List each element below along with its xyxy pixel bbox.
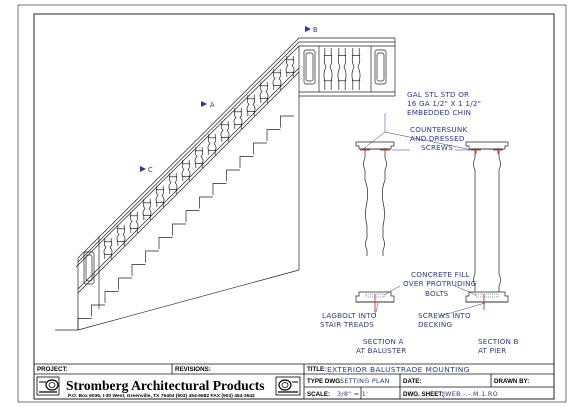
baluster [155, 186, 165, 207]
stair-step [131, 264, 146, 276]
section-a-baluster [355, 141, 395, 303]
svg-text:SCREWS INTO: SCREWS INTO [418, 311, 471, 320]
baluster [272, 69, 282, 90]
callout-screws-decking: SCREWS INTO DECKING [418, 311, 471, 329]
callout-concrete-fill: CONCRETE FILL OVER PROTRUDING BOLTS [403, 270, 477, 298]
scale-value: 3/8" = 1' [337, 390, 368, 398]
stair-elevation [55, 37, 396, 331]
stair-step [253, 142, 267, 155]
newel-panel [83, 251, 95, 285]
baluster [323, 48, 333, 90]
svg-text:AND DRESSED: AND DRESSED [410, 134, 465, 143]
stair-bottom-rail [77, 71, 300, 294]
svg-text:16 GA 1/2" X 1 1/2": 16 GA 1/2" X 1 1/2" [407, 99, 481, 108]
svg-text:STAIR TREADS: STAIR TREADS [320, 320, 374, 329]
baluster [351, 48, 361, 90]
baluster [220, 121, 230, 142]
svg-text:DECKING: DECKING [418, 320, 452, 329]
stair-step [199, 196, 213, 209]
callout-countersunk: COUNTERSUNK AND DRESSED SCREWS [410, 125, 467, 152]
scale-label: SCALE: [307, 391, 330, 398]
landing-panel-right [374, 49, 387, 85]
svg-text:BOLTS: BOLTS [425, 289, 449, 298]
baluster [168, 173, 178, 194]
stair-handrail [77, 37, 395, 259]
svg-text:AT PIER: AT PIER [478, 346, 506, 355]
svg-text:GAL STL STD OR: GAL STL STD OR [407, 90, 469, 99]
svg-text:SECTION B: SECTION B [478, 337, 519, 346]
baluster [259, 82, 269, 103]
outer-border [17, 4, 567, 403]
title-block [34, 363, 554, 399]
section-marker-a: A [201, 101, 215, 109]
stair-step [212, 183, 227, 195]
svg-text:B: B [313, 26, 318, 34]
landing-panel-left [303, 49, 316, 85]
section-marker-c: C [140, 166, 153, 174]
title-value: EXTERIOR BALUSTRADE MOUNTING [327, 365, 470, 374]
dwg-sheet-value: JWEB.-.-.M.1.RO [442, 390, 498, 398]
stair-step [172, 223, 186, 236]
stair-step [239, 156, 254, 168]
section-a-label: SECTION A AT BALUSTER [356, 337, 406, 355]
svg-text:SCREWS: SCREWS [421, 143, 453, 152]
company-logo-right [275, 376, 301, 396]
baluster [285, 56, 295, 77]
concrete-fill [365, 293, 499, 298]
section-b-label: SECTION B AT PIER [478, 337, 519, 355]
svg-text:SECTION A: SECTION A [363, 337, 404, 346]
callout-leaders [361, 113, 486, 317]
callout-lagbolt: LAGBOLT INTO STAIR TREADS [320, 311, 377, 329]
company-address: P.O. Box 6036, I-30 West, Greenville, TX… [68, 393, 255, 399]
dwg-sheet-label: DWG. SHEET: [403, 391, 444, 398]
section-marker-b: B [305, 26, 318, 34]
type-dwg-value: SETTING PLAN [340, 377, 390, 385]
stair-step [145, 250, 159, 263]
stair-step [118, 277, 132, 290]
svg-text:CONCRETE FILL: CONCRETE FILL [411, 270, 470, 279]
baluster [246, 95, 256, 116]
company-name: Stromberg Architectural Products [66, 378, 265, 393]
stair-step [158, 237, 173, 249]
svg-text:COUNTERSUNK: COUNTERSUNK [410, 125, 467, 134]
company-logo-left [36, 376, 60, 396]
baluster [337, 48, 347, 90]
baluster [129, 212, 139, 233]
baluster [181, 160, 191, 181]
baluster [142, 199, 152, 220]
svg-text:AT BALUSTER: AT BALUSTER [356, 346, 406, 355]
stair-step [226, 169, 240, 182]
date-label: DATE: [403, 378, 421, 385]
stair-step [280, 115, 294, 128]
baluster [194, 147, 204, 168]
type-dwg-label: TYPE DWG: [307, 378, 342, 385]
stair-step [104, 291, 119, 303]
baluster [233, 108, 243, 129]
inner-border [33, 13, 555, 400]
stair-step [77, 318, 92, 330]
baluster [103, 238, 113, 259]
baluster [116, 225, 126, 246]
svg-text:EMBEDDED CHIN: EMBEDDED CHIN [407, 108, 471, 117]
revisions-label: REVISIONS: [175, 366, 211, 373]
stair-step [266, 129, 281, 141]
baluster [207, 134, 217, 155]
drawn-by-label: DRAWN BY: [494, 378, 529, 385]
svg-text:C: C [148, 166, 153, 174]
svg-text:A: A [210, 101, 215, 109]
stair-step [185, 210, 200, 222]
svg-text:OVER PROTRUDING: OVER PROTRUDING [403, 279, 477, 288]
svg-text:LAGBOLT INTO: LAGBOLT INTO [322, 311, 377, 320]
callout-embedded-chin: GAL STL STD OR 16 GA 1/2" X 1 1/2" EMBED… [407, 90, 481, 117]
section-b-pier [465, 141, 509, 303]
title-label: TITLE: [307, 366, 326, 373]
stair-step [91, 304, 105, 317]
project-label: PROJECT: [37, 366, 68, 373]
